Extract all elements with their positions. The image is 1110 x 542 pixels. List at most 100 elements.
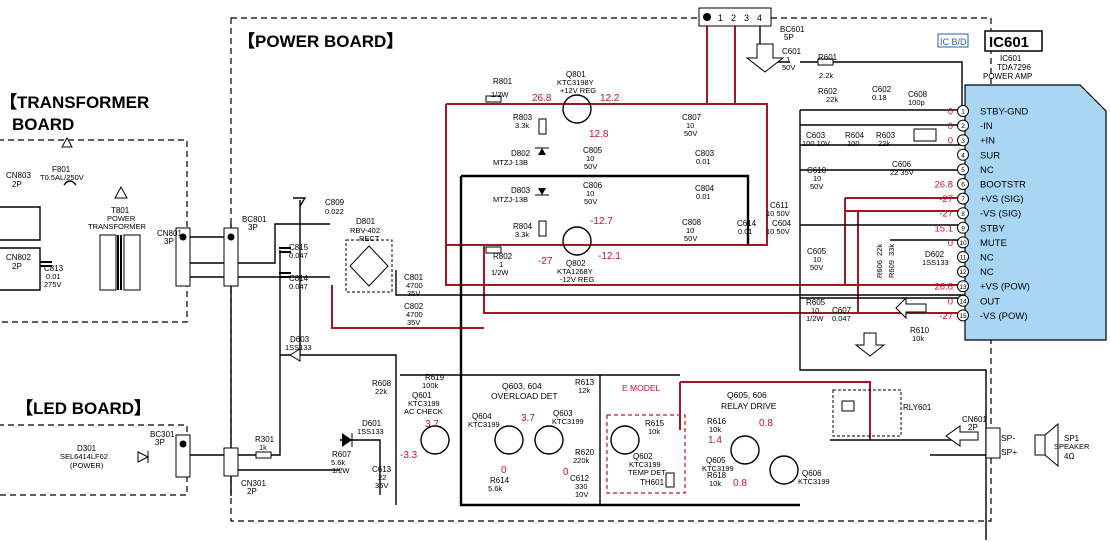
- c602-value: 0.18: [872, 93, 887, 102]
- r804-ref: R804: [513, 222, 533, 231]
- c604-value: 10 50V: [766, 227, 790, 236]
- c814-value: 0.047: [289, 282, 308, 291]
- q603-v-emitter: 0: [563, 467, 569, 478]
- c807-voltage: 50V: [684, 129, 697, 138]
- r610-ref: R610: [910, 326, 930, 335]
- ic601-pin-label: STBY-GND: [980, 107, 1028, 118]
- cn802-ref: CN802: [6, 253, 31, 262]
- q601-part: KTC3199: [408, 399, 440, 408]
- c809-ref: C809: [325, 198, 345, 207]
- r602-ref: R602: [818, 87, 838, 96]
- amp-symbols: [745, 43, 1059, 468]
- r619-value: 100k: [422, 381, 439, 390]
- r618-ref: R618: [707, 471, 727, 480]
- ic601-pin-label: -VS (SIG): [980, 209, 1021, 220]
- c606-value: 22 35V: [890, 168, 914, 177]
- cn601-ref: CN601: [962, 415, 987, 424]
- d803-ref: D803: [511, 186, 531, 195]
- transformer-symbols: [40, 136, 141, 291]
- bc601-pins: 5P: [784, 33, 794, 42]
- ic601-pin-number: 10: [959, 240, 967, 247]
- q802-v-base: -12.7: [590, 216, 613, 227]
- c809-value: 0.022: [325, 207, 344, 216]
- q603-604-func: OVERLOAD DET: [491, 391, 558, 401]
- ic601-pin-circle: [957, 148, 969, 161]
- cn301-pins: 2P: [247, 487, 257, 496]
- ic601-pin-circle: [957, 309, 969, 322]
- q801-v-collector: 26.8: [532, 93, 552, 104]
- c612-voltage: 10V: [575, 490, 588, 499]
- c601-value: 1: [786, 55, 790, 64]
- c813-value: 0.01: [46, 272, 61, 281]
- regulator-symbols: [485, 94, 592, 256]
- d603-ref: D603: [290, 335, 310, 344]
- r604-ref: R604: [845, 131, 865, 140]
- ic601-pin-label: +VS (SIG): [980, 194, 1024, 205]
- c610-value: 10: [813, 174, 821, 183]
- c808-value: 10: [686, 226, 694, 235]
- bc601-pin-2: 2: [731, 13, 736, 23]
- q802-ref: Q802: [566, 259, 586, 268]
- ic601-pin-number: 8: [961, 211, 965, 218]
- r301-value: 1k: [259, 443, 267, 452]
- r801-ref: R801: [493, 77, 513, 86]
- t801-line3: TRANSFORMER: [88, 222, 147, 231]
- r620-ref: R620: [575, 448, 595, 457]
- c605-voltage: 50V: [810, 263, 823, 272]
- bc601-ref: BC601: [780, 25, 805, 34]
- c602-ref: C602: [872, 85, 892, 94]
- q605-v-collector: 0.8: [759, 418, 773, 429]
- ic601-pin-voltage: -27: [939, 311, 953, 322]
- c601-voltage: 50V: [782, 63, 795, 72]
- c608-value: 100p: [908, 98, 925, 107]
- power-board-title: 【POWER BOARD】: [238, 31, 403, 51]
- ic601-pin-circle: [957, 294, 969, 307]
- ic601-pin-number: 15: [959, 313, 967, 320]
- ic-board-tag: IC B/D: [940, 37, 967, 47]
- c614-ref: C614: [737, 219, 757, 228]
- protection-symbols: [137, 414, 799, 494]
- q602-part: KTC3199: [629, 460, 661, 469]
- q605-v-base: 1.4: [708, 435, 722, 446]
- ic601-pin-voltage: 0: [948, 121, 953, 132]
- ic601-pin-label: -VS (POW): [980, 311, 1028, 322]
- r301-ref: R301: [255, 435, 275, 444]
- d602-part: 1SS133: [922, 258, 949, 267]
- c803-ref: C803: [695, 149, 715, 158]
- ic601-pin-circle: [957, 236, 969, 249]
- r613-value: 12k: [578, 386, 590, 395]
- d301-part: SEL6414LF62: [60, 452, 108, 461]
- cn803-ref: CN803: [6, 171, 31, 180]
- q604-v-collector: 3.7: [521, 413, 535, 424]
- cn601-pins: 2P: [968, 423, 978, 432]
- q801-v-base: 12.8: [589, 129, 609, 140]
- c803-value: 0.01: [696, 157, 711, 166]
- ic601-pin-voltage: -27: [939, 209, 953, 220]
- q802-func: -12V REG: [560, 275, 594, 284]
- c606-ref: C606: [892, 160, 912, 169]
- q601-v-collector: 3.7: [425, 419, 439, 430]
- connector-heads: [175, 7, 1001, 478]
- r605-power: 1/2W: [806, 314, 824, 323]
- r602-value: 22k: [826, 95, 838, 104]
- d603-part: 1SS133: [285, 343, 312, 352]
- sp-plus-label: SP+: [1001, 447, 1017, 457]
- q603-604-ref: Q603, 604: [502, 381, 542, 391]
- c801-voltage: 35V: [407, 289, 420, 298]
- c605-value: 10: [813, 255, 821, 264]
- ic601-pin-circle: [957, 221, 969, 234]
- q605-part: KTC3199: [702, 464, 734, 473]
- ic601-pin-circle: [957, 119, 969, 132]
- r803-value: 3.3k: [515, 121, 529, 130]
- r607-power: 1/2W: [332, 466, 350, 475]
- ic601-pin-number: 3: [961, 138, 965, 145]
- ic601-part: TDA7296: [997, 63, 1031, 72]
- c813-ref: C813: [44, 264, 64, 273]
- d801-func: RECT: [359, 234, 380, 243]
- bc301-ref: BC301: [150, 430, 175, 439]
- ic601-pin-label: +IN: [980, 136, 995, 147]
- d801-ref: D801: [356, 217, 376, 226]
- q601-v-base: -3.3: [400, 450, 418, 461]
- c814-ref: C814: [289, 274, 309, 283]
- ic601-pin-number: 11: [960, 255, 967, 262]
